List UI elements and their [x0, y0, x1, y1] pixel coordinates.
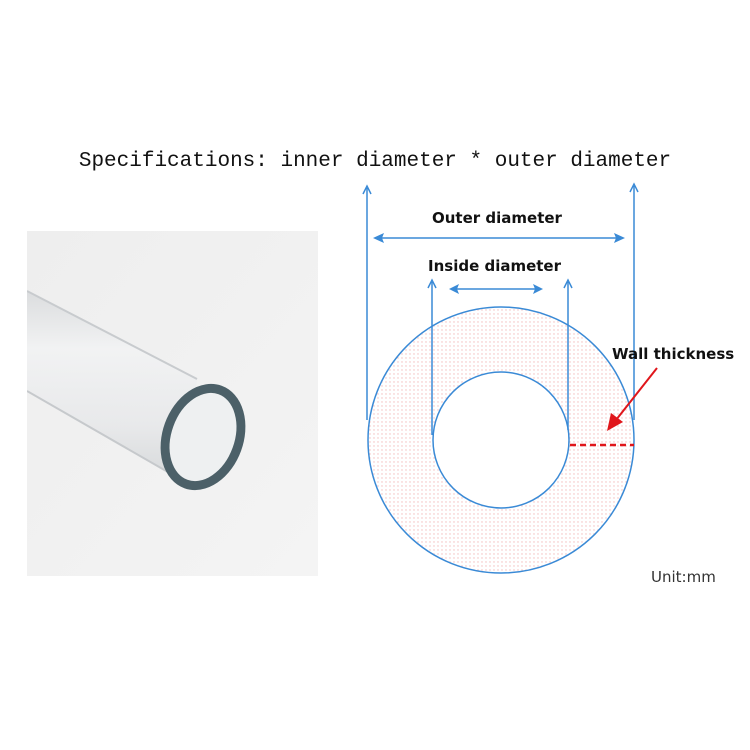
unit-label: Unit:mm — [651, 568, 716, 586]
arrowheads — [373, 233, 625, 294]
dimension-lines — [362, 182, 639, 435]
tube-ring — [367, 306, 635, 574]
tube-photo — [27, 231, 318, 576]
outer-diameter-label: Outer diameter — [432, 209, 562, 227]
wall-thickness-arrow — [607, 367, 658, 431]
wall-thickness-label: Wall thickness — [612, 345, 735, 363]
spec-title: Specifications: inner diameter * outer d… — [78, 150, 672, 173]
inside-diameter-label: Inside diameter — [428, 257, 562, 275]
